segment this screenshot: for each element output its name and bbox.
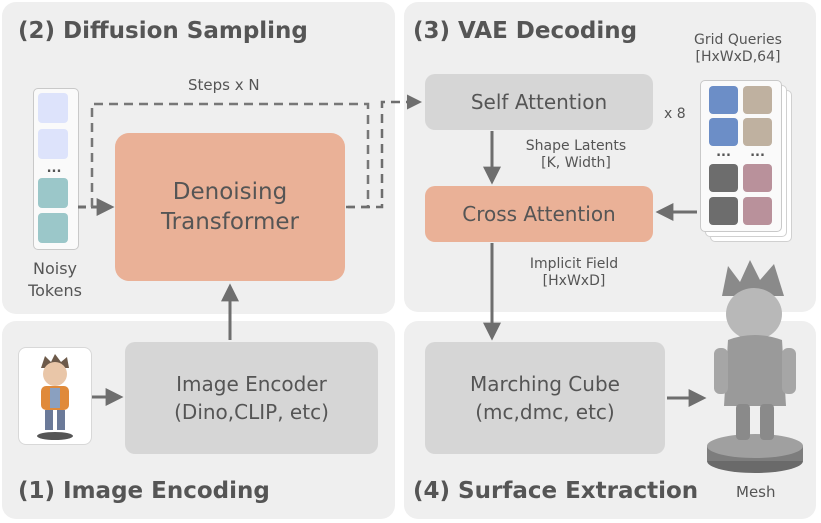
denoising-transformer-block: Denoising Transformer — [115, 133, 345, 281]
token-light-1 — [38, 93, 68, 123]
noisy-tokens-line2: Tokens — [28, 281, 82, 300]
denoiser-to-self-attention-arrow — [346, 94, 422, 209]
grid-queries-line2: [HxWxD,64] — [695, 49, 781, 65]
noisy-tokens-line1: Noisy — [32, 259, 77, 278]
token-ellipsis: ... — [46, 161, 62, 176]
grid-cell-dark-2 — [709, 197, 738, 225]
marching-cube-line1: Marching Cube — [470, 372, 620, 396]
image-encoder-line1: Image Encoder — [176, 372, 327, 396]
grid-queries-line1: Grid Queries — [694, 32, 782, 48]
grid-cell-blue-1 — [709, 86, 738, 114]
grid-cell-dark-1 — [709, 164, 738, 192]
implicit-field-line2: [HxWxD] — [542, 273, 606, 289]
shape-latents-line1: Shape Latents — [525, 138, 627, 154]
character-illustration — [37, 354, 73, 440]
times8-label: x 8 — [664, 106, 686, 122]
shape-latents-label: Shape Latents [K, Width] — [514, 138, 638, 172]
shape-latents-line2: [K, Width] — [541, 155, 611, 171]
input-image-thumbnail — [18, 347, 92, 445]
steps-loop-arrow — [90, 102, 370, 209]
marching-cube-line2: (mc,dmc, etc) — [475, 400, 615, 424]
implicit-field-label: Implicit Field [HxWxD] — [514, 256, 634, 290]
grid-cell-mauve-1 — [743, 164, 772, 192]
implicit-field-line1: Implicit Field — [529, 256, 619, 272]
grid-cell-tan-2 — [743, 118, 772, 146]
steps-label: Steps x N — [188, 76, 260, 94]
grid-cell-mauve-2 — [743, 197, 772, 225]
mesh-label: Mesh — [736, 483, 776, 501]
token-teal-1 — [38, 178, 68, 208]
grid-ellipsis-right: ... — [750, 145, 765, 160]
surface-extraction-title: (4) Surface Extraction — [413, 478, 699, 504]
vae-title: (3) VAE Decoding — [413, 18, 638, 44]
image-encoding-title: (1) Image Encoding — [18, 478, 270, 504]
marching-cube-block: Marching Cube (mc,dmc, etc) — [425, 342, 665, 454]
grid-cell-blue-2 — [709, 118, 738, 146]
denoising-line2: Transformer — [160, 209, 299, 235]
grid-cell-tan-1 — [743, 86, 772, 114]
noisy-tokens-label: Noisy Tokens — [20, 258, 90, 302]
token-light-2 — [38, 129, 68, 159]
image-encoder-block: Image Encoder (Dino,CLIP, etc) — [125, 342, 378, 454]
grid-ellipsis-left: ... — [716, 145, 731, 160]
diffusion-title: (2) Diffusion Sampling — [18, 18, 308, 44]
image-encoder-line2: (Dino,CLIP, etc) — [174, 400, 329, 424]
mesh-render — [707, 260, 803, 473]
grid-queries-label: Grid Queries [HxWxD,64] — [680, 32, 796, 66]
cross-attention-block: Cross Attention — [425, 186, 653, 242]
token-teal-2 — [38, 213, 68, 243]
self-attention-block: Self Attention — [425, 74, 653, 130]
denoising-line1: Denoising — [172, 179, 288, 205]
